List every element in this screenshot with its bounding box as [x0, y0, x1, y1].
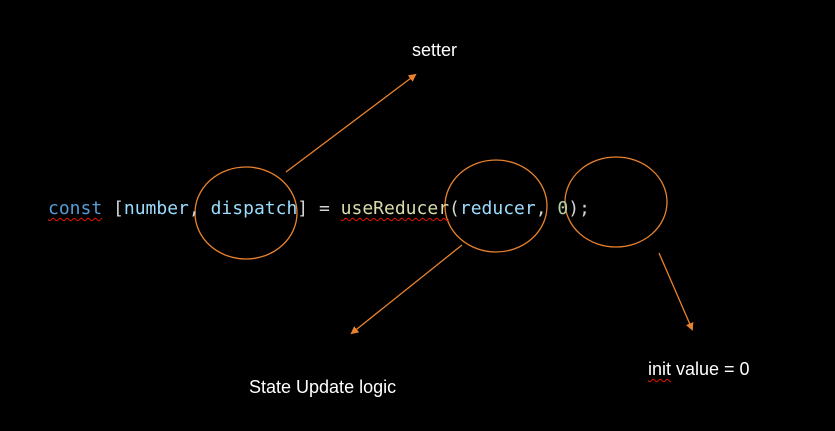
init-value-text: value = 0 [671, 359, 750, 379]
use-reducer-function: useReducer [340, 198, 450, 219]
open-paren: ( [449, 198, 460, 219]
setter-label: setter [412, 40, 458, 60]
dispatch-variable: dispatch [210, 198, 298, 219]
comma-2: , [535, 198, 558, 219]
close-paren-semicolon: ); [568, 198, 590, 219]
setter-arrow [285, 73, 417, 173]
reducer-highlight-circle [444, 159, 548, 253]
state-update-logic-label: State Update logic [249, 377, 397, 397]
const-keyword: const [48, 198, 103, 219]
init-value-highlight-circle [564, 156, 668, 248]
close-bracket-assign: ] = [297, 198, 341, 219]
init-word: init [648, 359, 672, 379]
state-update-arrow [350, 244, 463, 335]
number-variable: number [123, 198, 189, 219]
dispatch-highlight-circle [194, 166, 298, 260]
reducer-argument: reducer [459, 198, 536, 219]
init-value-label: init value = 0 [648, 359, 750, 380]
comma-1: , [188, 198, 211, 219]
init-value-arrow [658, 252, 694, 331]
code-line: const [number, dispatch] = useReducer(re… [48, 198, 590, 219]
zero-literal: 0 [557, 198, 569, 219]
open-bracket: [ [102, 198, 124, 219]
